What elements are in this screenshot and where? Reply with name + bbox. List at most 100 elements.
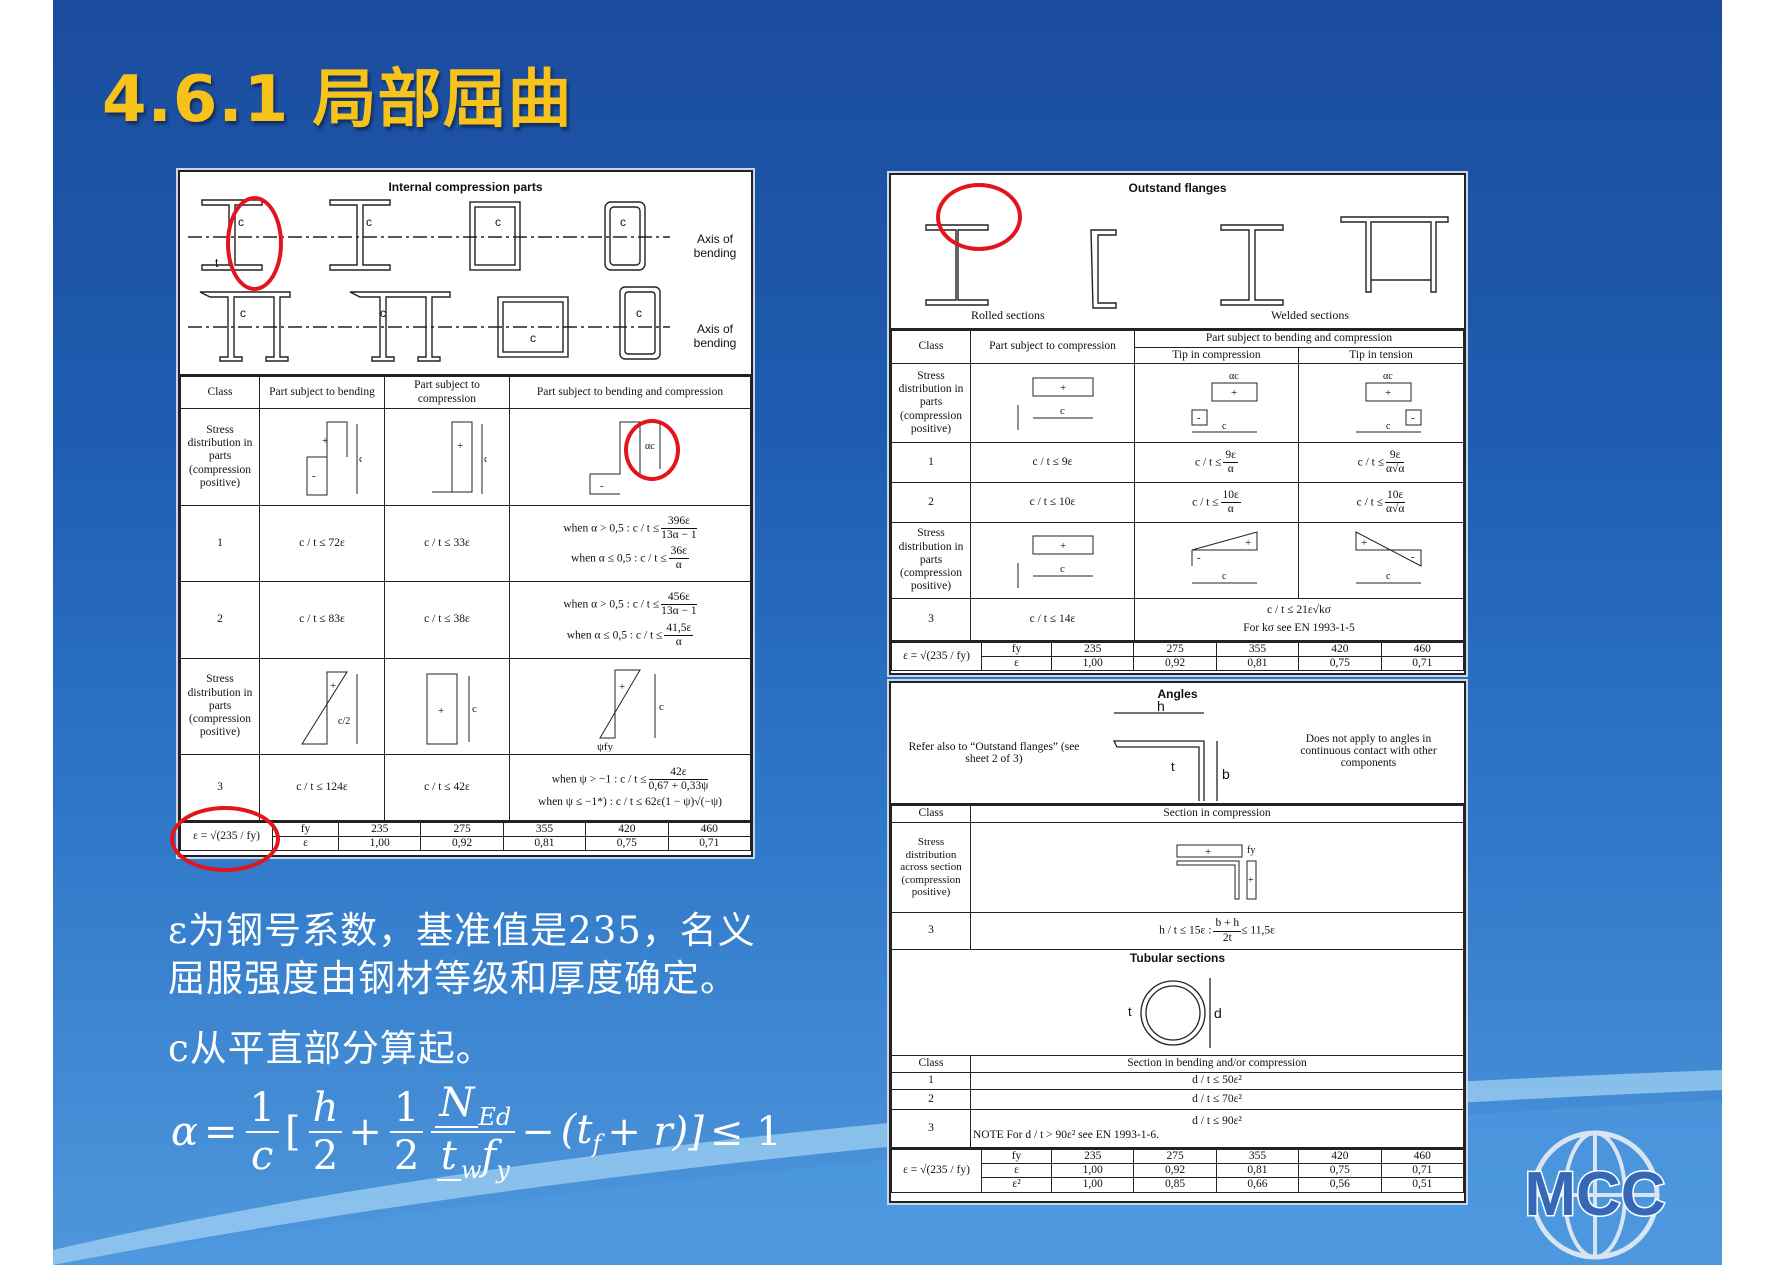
internal-rows-0-bc-1-num: 36ε <box>668 545 689 560</box>
angles-tubular-table: Angles h b t Refer also to “Outstand fla… <box>887 679 1468 1205</box>
internal-stress_marks-c: c <box>359 453 362 465</box>
internal-rows-0-bc-0-num: 396ε <box>661 515 697 529</box>
tubular-section-diagram: dt <box>1128 977 1222 1048</box>
compression-stress-diagram: +c <box>432 421 487 494</box>
header-compression: Part subject to compression <box>384 376 510 409</box>
formula-eq: = <box>204 1109 238 1155</box>
outstand-eps-fy-3: 420 <box>1298 641 1382 658</box>
internal-rows-1-bc-0-num: 456ε <box>661 591 697 606</box>
formula-two-b: 2 <box>393 1133 420 1179</box>
formula-tf: (t <box>560 1106 593 1153</box>
angles-dims-h: h <box>1157 701 1165 714</box>
mcc-logo: MCC <box>1523 1130 1667 1260</box>
stress-distribution-label: Stress distribution in parts (compressio… <box>180 408 260 506</box>
outstand-eps-fy-0: 235 <box>1050 641 1135 658</box>
internal-rows-1-bc-0-den: 13α − 1 <box>661 605 697 618</box>
outstand-rows-0-tt-num: 9ε <box>1386 449 1405 463</box>
outstand-eps-fy-1: 275 <box>1133 641 1217 658</box>
outstand-eps-eps-2: 0,81 <box>1215 656 1300 672</box>
formula-leq: ≤ 1 <box>709 1109 782 1155</box>
internal-eps-fy-0: 235 <box>337 821 422 838</box>
formula-num: 1 <box>245 1085 279 1133</box>
highlight-ring-epsilon <box>170 806 280 872</box>
highlight-ring-alpha-c <box>624 419 680 481</box>
tubular-eps-fy-0: 235 <box>1050 1148 1135 1165</box>
outstand-headers-tip_comp: Tip in compression <box>1134 347 1299 364</box>
internal-rows-2-bc-0-den: 0,67 + 0,33ψ <box>648 779 709 792</box>
outstand-marks-plus: + <box>1060 540 1066 552</box>
formula-h: h <box>308 1085 343 1133</box>
outstand-rows-0-tc-pre: c / t ≤ <box>1194 456 1222 469</box>
formula-Ed: Ed <box>478 1103 512 1131</box>
internal-eps-fy-2: 355 <box>502 821 587 838</box>
outstand-rows-0-class: 1 <box>891 442 971 483</box>
angles-row3-pre: h / t ≤ 15ε : <box>1159 924 1212 937</box>
internal-stress_marks-plus: + <box>322 435 328 447</box>
formula-N: N <box>435 1080 479 1128</box>
internal-stress_marks-plus: + <box>457 440 463 452</box>
tubular-eps-fy-3: 420 <box>1298 1148 1382 1165</box>
angles-row3-num: b + h <box>1213 917 1242 932</box>
internal-rows-2-bc-0-pre: when ψ > −1 : c / t ≤ <box>551 773 647 786</box>
angle-stress-diagram: ++fy <box>1176 844 1257 899</box>
outstand-marks-c: c <box>1386 571 1391 582</box>
outstand-flanges-table: Outstand flanges Rolled sections Welded … <box>887 171 1468 677</box>
tubular-eps-eps-1: 0,92 <box>1133 1163 1217 1179</box>
outstand-eps-eps-0: 1,00 <box>1050 656 1135 672</box>
outstand-eps-fy-4: 460 <box>1380 641 1465 658</box>
outstand-eps-label: ε = √(235 / fy) <box>891 641 982 672</box>
outstand-rows-0-comp: c / t ≤ 9ε <box>970 442 1135 483</box>
angles-dims-plus: + <box>1205 846 1211 858</box>
tubular-rows-2-value: d / t ≤ 90ε² <box>1192 1115 1242 1128</box>
psi-fy-label: ψfy <box>597 741 614 752</box>
bending-limit: c / t ≤ 124ε <box>259 754 385 821</box>
dim-c: c <box>620 215 626 229</box>
outstand-marks-ac: αc <box>1383 371 1393 382</box>
tubular-eps-eps_label: ε <box>981 1163 1052 1179</box>
outstand-class3-bc: c / t ≤ 21ε√kσ <box>1267 604 1331 617</box>
outstand-marks-c: c <box>1060 563 1065 575</box>
highlight-ring-web <box>226 196 283 291</box>
angles-dims-t: t <box>1171 759 1175 774</box>
tubular-eps-eps2-1: 0,85 <box>1133 1177 1217 1193</box>
tip-compression-diagram-3: -+c <box>1191 530 1257 583</box>
tubular-rows-1-class: 2 <box>891 1089 971 1110</box>
outstand-eps-fy-2: 355 <box>1215 641 1300 658</box>
svg-text:MCC: MCC <box>1524 1160 1665 1229</box>
tubular-eps-eps-3: 0,75 <box>1298 1163 1382 1179</box>
tubular-dims-d: d <box>1214 1005 1222 1021</box>
tubular-rows-2-class: 3 <box>891 1109 971 1148</box>
outstand-marks-minus: - <box>1197 412 1201 424</box>
header-bending: Part subject to bending <box>259 376 385 409</box>
outstand-class3-note: For kσ see EN 1993-1-5 <box>1243 621 1355 634</box>
angles-class_label: Class <box>891 805 971 823</box>
angles-row3-class: 3 <box>891 912 971 950</box>
tubular-class_label: Class <box>891 1055 971 1073</box>
formula-f: f <box>481 1133 497 1179</box>
stress-distribution-label: Stress distribution in parts (compressio… <box>891 363 971 443</box>
tubular-eps-eps2-3: 0,56 <box>1298 1177 1382 1193</box>
note-line-2: 屈服强度由钢材等级和厚度确定。 <box>168 957 738 1000</box>
internal-eps-eps-3: 0,75 <box>585 836 669 852</box>
outstand-marks-minus: - <box>1411 551 1415 563</box>
formula-alpha: α <box>171 1109 199 1155</box>
outstand-headers-compression: Part subject to compression <box>970 330 1135 364</box>
outstand-marks-c: c <box>1222 421 1227 432</box>
dim-c: c <box>240 306 246 320</box>
outstand-compression-diagram-3: +c <box>1017 535 1093 588</box>
rolled-sections-label: Rolled sections <box>971 308 1045 322</box>
outstand-headers-tip_tens: Tip in tension <box>1298 347 1464 364</box>
outstand-rows-1-tc-num: 10ε <box>1220 489 1241 503</box>
outstand-rows-0-tt-den: α√α <box>1386 463 1405 475</box>
tubular-rows-0-value: d / t ≤ 50ε² <box>970 1072 1464 1090</box>
internal-stress_marks-plus: + <box>330 680 336 692</box>
internal-eps-fy-1: 275 <box>420 821 504 838</box>
angles-dims-b: b <box>1222 766 1230 782</box>
